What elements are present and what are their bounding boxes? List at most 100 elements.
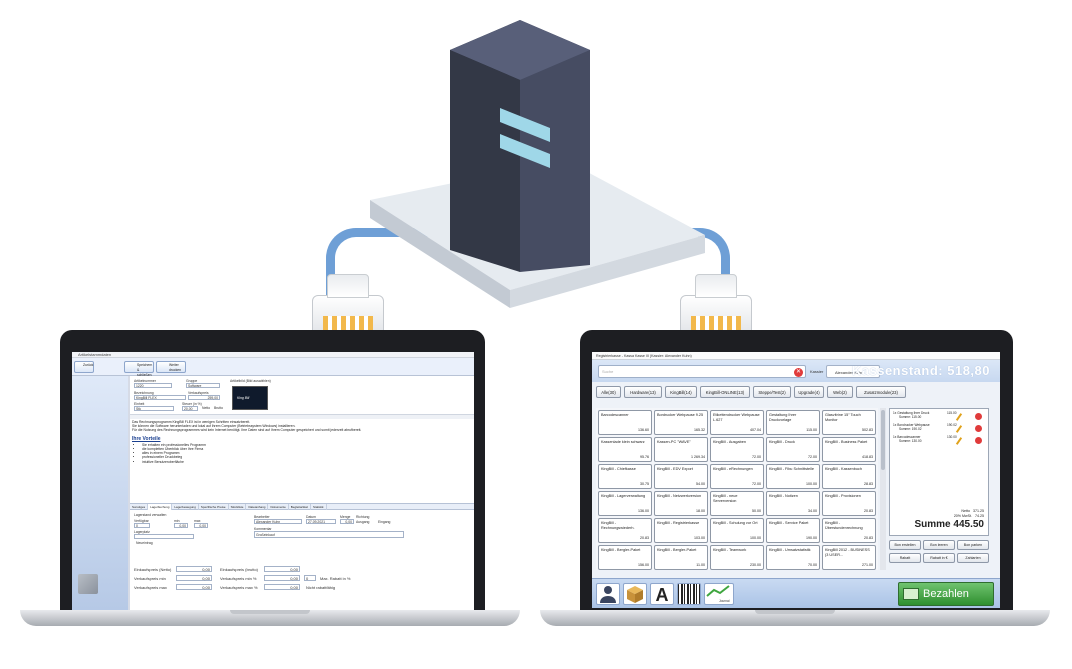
steuer-field[interactable]: 20,00 bbox=[182, 406, 198, 411]
bon-erstellen-button[interactable]: Bon erstellen bbox=[889, 540, 921, 550]
kommentar-field[interactable]: Großeinkauf bbox=[254, 531, 404, 538]
vk-max-field[interactable]: 0,00 bbox=[176, 584, 212, 590]
clear-search-icon[interactable]: ✕ bbox=[794, 368, 803, 377]
tab-upgrade[interactable]: Upgrade(4) bbox=[794, 386, 824, 398]
tab-dateianhang[interactable]: Dateianhang bbox=[246, 504, 269, 510]
bezeichnung-field[interactable]: KingBill FLEX bbox=[134, 395, 186, 400]
rabatt-field[interactable]: 0 bbox=[304, 575, 316, 581]
artikelnummer-field[interactable]: 1220 bbox=[134, 383, 172, 388]
back-button[interactable]: Zurück bbox=[74, 361, 94, 373]
delete-icon[interactable] bbox=[975, 413, 982, 420]
rabatt-button[interactable]: Rabatt bbox=[889, 553, 921, 563]
ek-brutto-field[interactable]: 0,00 bbox=[264, 566, 300, 572]
print-button[interactable]: Weiter drucken bbox=[156, 361, 186, 373]
verkaufspreis-field[interactable]: 259,00 bbox=[188, 395, 220, 400]
product-tile[interactable]: KingBill - Rechnungswiederh.20.83 bbox=[598, 518, 652, 543]
product-tile[interactable]: Kassen-PC "WAVE"1 269.34 bbox=[654, 437, 708, 462]
tab-steppe-test[interactable]: Steppe/Test(2) bbox=[753, 386, 791, 398]
tab-kingbill-online[interactable]: KingBill-ONLINE(13) bbox=[700, 386, 750, 398]
bon-leeren-button[interactable]: Bon leeren bbox=[923, 540, 955, 550]
einheit-select[interactable]: Stk bbox=[134, 406, 174, 411]
delete-icon[interactable] bbox=[975, 437, 982, 444]
tab-lagerbuchung[interactable]: Lagerbuchung bbox=[148, 504, 173, 510]
netto-radio[interactable]: Netto bbox=[202, 406, 211, 410]
tab-lagerbewegung[interactable]: Lagerbewegung bbox=[172, 504, 199, 510]
tab-sonstiges[interactable]: Sonstiges bbox=[130, 504, 149, 510]
lagerstand-checkbox[interactable]: Lagerstand verwalten bbox=[134, 513, 167, 517]
person-icon[interactable] bbox=[596, 583, 620, 605]
bearbeiter-select[interactable]: Alexander Kuhn bbox=[254, 519, 302, 524]
editor-toolbar[interactable] bbox=[130, 414, 474, 419]
tab-begleitartikel[interactable]: Begleitartikel bbox=[289, 504, 311, 510]
pay-button[interactable]: Bezahlen bbox=[898, 582, 994, 606]
tab-web[interactable]: Web(2) bbox=[827, 386, 853, 398]
delete-icon[interactable] bbox=[975, 425, 982, 432]
menge-field[interactable]: 0,00 bbox=[340, 519, 354, 524]
ausgang-radio[interactable]: Ausgang bbox=[356, 520, 370, 524]
zahlarten-button[interactable]: Zahlarten bbox=[957, 553, 989, 563]
gruppe-select[interactable]: Software bbox=[186, 383, 220, 388]
vk-min-pct-field[interactable]: 0,00 bbox=[264, 575, 300, 581]
bon-parken-button[interactable]: Bon parken bbox=[957, 540, 989, 550]
lagerplatz-field[interactable] bbox=[134, 534, 194, 539]
tab-kingbill[interactable]: KingBill(14) bbox=[665, 386, 697, 398]
product-tile[interactable]: KingBill 2012 - BUSINESS (3 USER...271.0… bbox=[822, 545, 876, 570]
journal-icon[interactable]: Journal bbox=[704, 583, 734, 605]
ek-netto-field[interactable]: 0,00 bbox=[176, 566, 212, 572]
max-field[interactable]: 0,00 bbox=[194, 523, 208, 528]
verfuegbar-field[interactable]: 0 bbox=[134, 523, 150, 528]
save-close-button[interactable]: Speichern & schließen bbox=[124, 361, 154, 377]
tab-spezifische-preise[interactable]: Spezifische Preise bbox=[199, 504, 229, 510]
eingang-radio[interactable]: Eingang bbox=[378, 520, 391, 524]
barcode-icon[interactable] bbox=[677, 583, 701, 605]
brutto-radio[interactable]: Brutto bbox=[214, 406, 224, 410]
search-input[interactable]: Suche✕ bbox=[598, 365, 806, 378]
description-text[interactable]: Das Rechnungsprogramm KingBill FLEX ist … bbox=[132, 420, 472, 470]
tab-statistik[interactable]: Statistik bbox=[311, 504, 327, 510]
nicht-rabattfaehig-checkbox[interactable]: Nicht rabattfähig bbox=[306, 585, 336, 590]
min-field[interactable]: 0,00 bbox=[174, 523, 188, 528]
vk-min-field[interactable]: 0,00 bbox=[176, 575, 212, 581]
tab-stueckliste[interactable]: Stückliste bbox=[229, 504, 247, 510]
vk-max-pct-field[interactable]: 0,00 bbox=[264, 584, 300, 590]
neueintrag-button[interactable]: Neueintrag bbox=[136, 541, 153, 545]
tab-alle[interactable]: Alle(30) bbox=[596, 386, 621, 398]
kassier-select[interactable]: Alexander Kuhn bbox=[826, 365, 880, 378]
box-icon[interactable] bbox=[623, 583, 647, 605]
datum-field[interactable]: 27.09.2021 bbox=[306, 519, 336, 524]
tab-hardware[interactable]: Hardware(13) bbox=[624, 386, 662, 398]
rabatt-euro-button[interactable]: Rabatt in € bbox=[923, 553, 955, 563]
product-scrollbar[interactable] bbox=[880, 408, 886, 570]
tab-dokumente[interactable]: Dokumente bbox=[268, 504, 289, 510]
tab-zusatzmodule[interactable]: Zusatzmodule(23) bbox=[856, 386, 906, 398]
